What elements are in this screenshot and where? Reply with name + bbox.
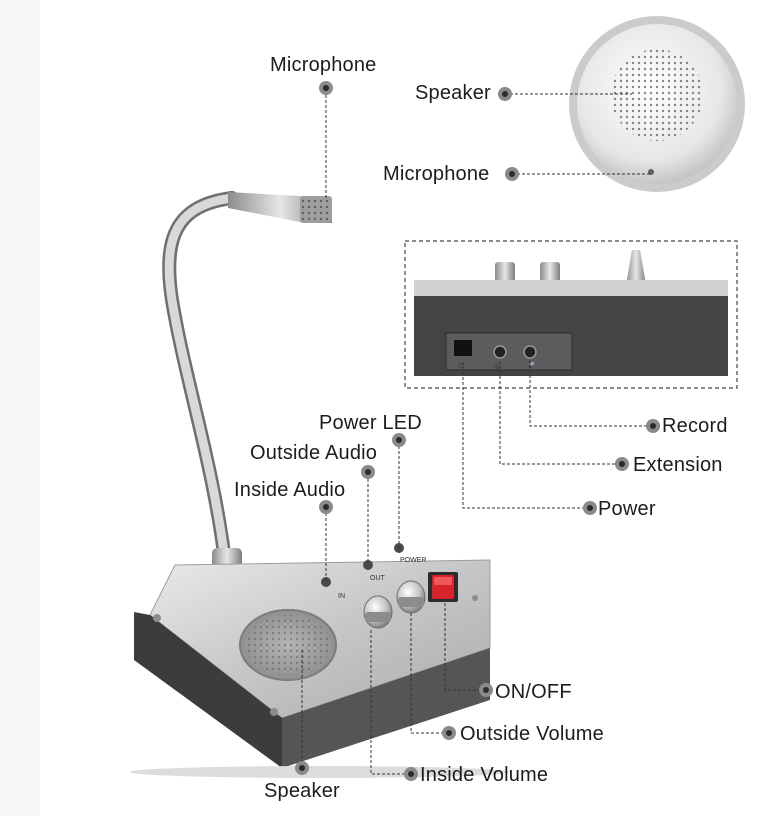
label-power: Power	[598, 498, 656, 520]
label-microphone-right: Microphone	[383, 163, 490, 185]
gooseneck-microphone	[162, 191, 332, 596]
base-unit: IN OUT POWER	[130, 543, 510, 778]
label-microphone-top: Microphone	[270, 54, 377, 76]
page-edge	[0, 0, 40, 816]
extension-port-icon: ◎	[494, 363, 500, 370]
label-inside-volume: Inside Volume	[420, 764, 549, 786]
on-off-switch[interactable]	[428, 572, 458, 602]
leader-lines	[301, 90, 652, 775]
back-panel-inset: ⏻ ◎ 🎤	[404, 240, 738, 389]
label-speaker-bottom: Speaker	[264, 780, 340, 802]
callout-dots	[295, 81, 660, 781]
label-extension: Extension	[633, 454, 723, 476]
panel-mark-out: OUT	[370, 575, 386, 582]
label-power-led: Power LED	[319, 412, 422, 434]
label-record: Record	[662, 415, 728, 437]
speaker-disc	[569, 16, 745, 192]
inside-volume-knob[interactable]	[363, 595, 393, 629]
label-speaker-top: Speaker	[415, 82, 491, 104]
label-on-off: ON/OFF	[495, 681, 572, 703]
panel-mark-in: IN	[338, 593, 345, 600]
power-port-icon: ⏻	[458, 362, 464, 370]
panel-mark-power: POWER	[400, 557, 426, 564]
label-inside-audio: Inside Audio	[234, 479, 346, 501]
label-outside-audio: Outside Audio	[250, 442, 378, 464]
outside-volume-knob[interactable]	[396, 580, 426, 614]
label-outside-volume: Outside Volume	[460, 723, 604, 745]
inside-audio-indicator	[321, 577, 331, 587]
